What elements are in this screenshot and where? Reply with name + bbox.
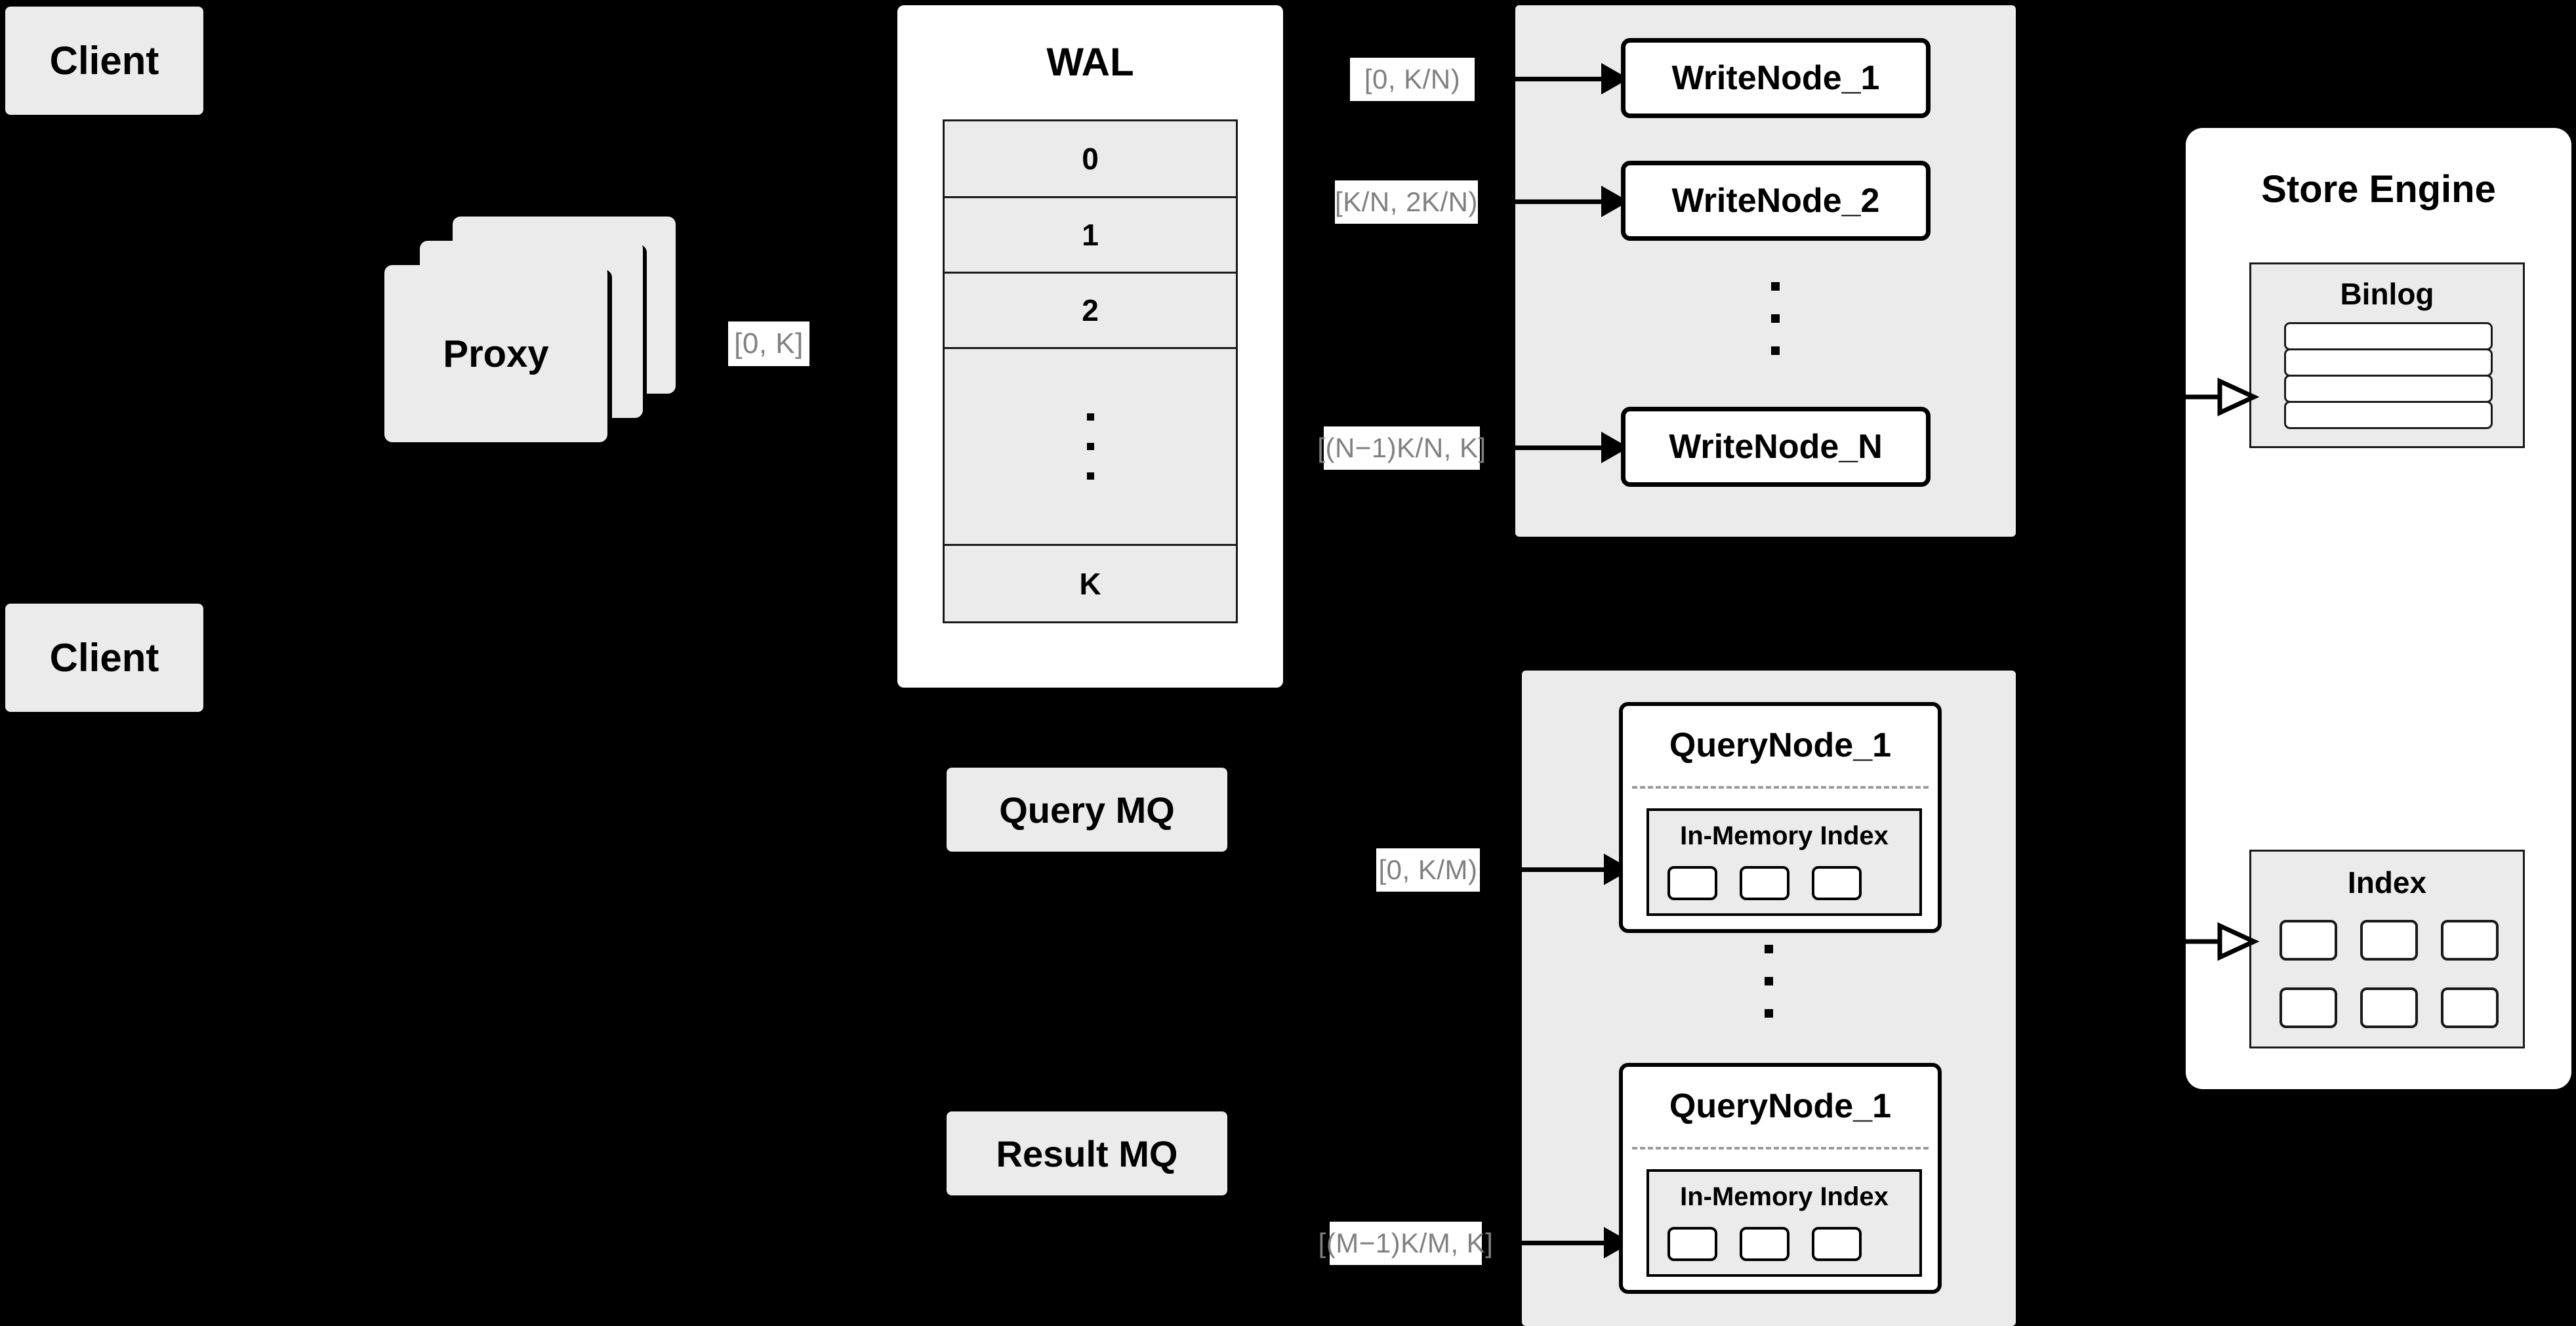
arrow-line-querynode-1: [1501, 867, 1607, 872]
index-panel: Index: [2249, 850, 2525, 1048]
wal-row-1[interactable]: 1: [945, 198, 1236, 274]
query-node-1-title: QueryNode_1: [1669, 726, 1892, 764]
binlog-panel: Binlog: [2249, 262, 2525, 448]
ellipsis-dot: [1086, 443, 1094, 450]
arrow-binlog: [2186, 377, 2260, 417]
wal-row-2[interactable]: 2: [945, 274, 1236, 349]
arrow-line-querynode-m: [1501, 1241, 1607, 1245]
ellipsis-dot: [1771, 346, 1780, 355]
ellipsis-dot: [1086, 413, 1094, 421]
ellipsis-dot: [1771, 282, 1780, 291]
in-memory-index-cell[interactable]: [1667, 866, 1717, 900]
range-label-text: [0, K/M): [1378, 854, 1478, 885]
binlog-row[interactable]: [2284, 348, 2493, 377]
arrow-index: [2186, 922, 2260, 961]
client-label-1: Client: [49, 39, 159, 83]
range-label-querynode-1: [0, K/M): [1376, 848, 1480, 892]
query-node-m-title: QueryNode_1: [1669, 1087, 1892, 1125]
range-label-text: [(N−1)K/N, K]: [1317, 432, 1486, 463]
arrow-line-writenode-1: [1500, 77, 1605, 81]
in-memory-index-title: In-Memory Index: [1680, 821, 1889, 850]
wal-row-label: 2: [1082, 293, 1099, 327]
proxy-label: Proxy: [443, 332, 549, 375]
in-memory-index-cell[interactable]: [1740, 1227, 1789, 1261]
write-node-1[interactable]: WriteNode_1: [1621, 38, 1931, 118]
query-node-1-divider: [1632, 786, 1929, 789]
wal-table: 0 1 2 K: [943, 119, 1238, 623]
wal-row-label: K: [1079, 566, 1101, 601]
arrow-line-writenode-2: [1500, 199, 1605, 204]
range-label-text: [(M−1)K/M, K]: [1318, 1228, 1494, 1258]
write-node-2[interactable]: WriteNode_2: [1621, 161, 1931, 241]
in-memory-index-cell[interactable]: [1812, 866, 1862, 900]
query-node-1-in-memory-index: In-Memory Index: [1646, 808, 1922, 916]
query-node-1[interactable]: QueryNode_1 In-Memory Index: [1619, 702, 1942, 933]
client-box-2[interactable]: Client: [5, 604, 203, 712]
wal-title: WAL: [1046, 40, 1134, 84]
wal-row-k[interactable]: K: [945, 546, 1236, 621]
query-node-m-divider: [1632, 1147, 1929, 1150]
write-node-n[interactable]: WriteNode_N: [1621, 407, 1931, 487]
wal-row-ellipsis: [945, 349, 1236, 546]
range-label-writenode-1: [0, K/N): [1350, 58, 1475, 101]
index-cell[interactable]: [2280, 987, 2337, 1028]
ellipsis-dot: [1086, 472, 1094, 480]
range-label-querynode-m: [(M−1)K/M, K]: [1319, 1222, 1493, 1265]
result-mq-label: Result MQ: [996, 1132, 1178, 1174]
index-title: Index: [2347, 865, 2427, 900]
index-cell[interactable]: [2441, 987, 2499, 1028]
binlog-row[interactable]: [2284, 401, 2493, 429]
query-node-m-in-memory-index: In-Memory Index: [1646, 1169, 1922, 1277]
arrow-line-writenode-n: [1500, 445, 1605, 450]
write-node-label: WriteNode_N: [1669, 428, 1883, 466]
in-memory-index-cell[interactable]: [1667, 1227, 1717, 1261]
binlog-row[interactable]: [2284, 375, 2493, 403]
wal-row-0[interactable]: 0: [945, 121, 1236, 198]
query-mq-label: Query MQ: [999, 789, 1175, 831]
ellipsis-dot: [1765, 1009, 1773, 1018]
query-node-m[interactable]: QueryNode_1 In-Memory Index: [1619, 1063, 1942, 1294]
binlog-title: Binlog: [2340, 277, 2434, 311]
in-memory-index-cell[interactable]: [1812, 1227, 1862, 1261]
write-node-label: WriteNode_2: [1671, 182, 1880, 220]
index-cell[interactable]: [2360, 987, 2418, 1028]
store-engine-title: Store Engine: [2261, 168, 2496, 211]
ellipsis-dot: [1771, 314, 1780, 323]
client-label-2: Client: [49, 636, 159, 680]
client-box-1[interactable]: Client: [5, 7, 203, 115]
in-memory-index-title: In-Memory Index: [1680, 1182, 1889, 1211]
wal-row-label: 1: [1082, 218, 1099, 252]
index-cell[interactable]: [2280, 920, 2337, 961]
binlog-row[interactable]: [2284, 322, 2493, 350]
range-label-text: [0, K/N): [1364, 64, 1461, 94]
query-mq-box[interactable]: Query MQ: [947, 768, 1227, 852]
index-cell[interactable]: [2441, 920, 2499, 961]
in-memory-index-cell[interactable]: [1740, 866, 1789, 900]
ellipsis-dot: [1765, 977, 1773, 985]
range-label-text: [0, K]: [734, 327, 804, 360]
index-cell[interactable]: [2360, 920, 2418, 961]
range-label-proxy-to-wal: [0, K]: [728, 321, 809, 366]
result-mq-box[interactable]: Result MQ: [947, 1111, 1227, 1195]
wal-row-label: 0: [1082, 142, 1099, 176]
write-node-label: WriteNode_1: [1671, 59, 1880, 97]
range-label-text: [K/N, 2K/N): [1335, 186, 1478, 217]
store-engine-panel: Store Engine Binlog Index: [2186, 128, 2571, 1089]
range-label-writenode-2: [K/N, 2K/N): [1335, 180, 1478, 224]
ellipsis-dot: [1765, 945, 1773, 953]
query-cluster-ellipsis: [1765, 945, 1773, 1018]
proxy-box[interactable]: Proxy: [384, 265, 607, 442]
range-label-writenode-n: [(N−1)K/N, K]: [1317, 426, 1486, 470]
write-cluster-ellipsis: [1771, 282, 1780, 355]
